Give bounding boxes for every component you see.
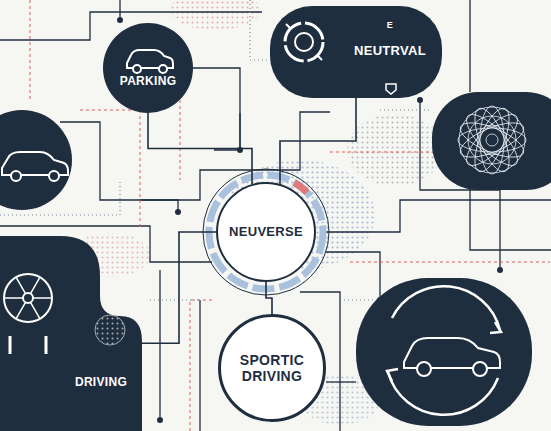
wire-dot — [117, 17, 123, 23]
connector — [266, 282, 272, 314]
dashed-wire — [80, 110, 140, 230]
dashed-wire — [350, 262, 550, 263]
node-label: PARKING — [120, 75, 177, 89]
flower-panel — [486, 134, 498, 146]
reverse-car-panel — [473, 362, 487, 376]
text-group: SPORTIC DRIVING — [230, 352, 314, 384]
icon — [285, 23, 396, 94]
pill-outline — [270, 6, 442, 98]
text-group: PARKING — [120, 75, 177, 89]
circuit-wire — [326, 381, 356, 382]
circuit-wire — [470, 188, 551, 250]
halftone-patch — [170, 0, 260, 30]
car-circle — [11, 171, 21, 181]
panel-outline — [0, 236, 142, 431]
dotted-wire — [150, 299, 200, 300]
wire-dot — [157, 417, 163, 423]
dotted-dial — [95, 315, 125, 345]
flower-panel — [456, 116, 528, 164]
flower-panel — [459, 107, 524, 172]
progress-ring — [203, 169, 329, 295]
connector — [142, 232, 216, 343]
car-circle — [2, 152, 68, 175]
node-label: DRIVING — [75, 376, 127, 390]
reverse-car-panel — [356, 278, 532, 426]
circuit-wire — [469, 0, 470, 92]
wire-dot — [417, 97, 423, 103]
parking-circle-shape — [103, 23, 193, 113]
icon — [4, 274, 52, 354]
node-label: E — [387, 20, 393, 30]
circuit-wire — [326, 252, 380, 300]
circuit-wire — [320, 200, 551, 232]
circuit-wire — [199, 300, 200, 431]
reverse-car-panel — [392, 286, 500, 330]
circuit-wire — [159, 270, 160, 420]
reverse-car-panel — [417, 362, 431, 376]
wire-dot — [175, 209, 181, 215]
mode-circle: SPORTIC DRIVING — [218, 314, 326, 422]
text-group: DRIVING — [75, 376, 127, 390]
circuit-wire — [239, 113, 240, 150]
neutral-panel: E NEUTRVAL — [270, 6, 442, 98]
flower-panel — [456, 104, 528, 176]
reverse-car-panel — [388, 372, 498, 415]
wire-dot — [497, 267, 503, 273]
circle-outline — [220, 316, 325, 421]
connector — [280, 98, 356, 184]
halftone-patch — [347, 114, 443, 186]
flower-panel — [432, 92, 551, 190]
driving-panel-shape — [0, 236, 142, 431]
flower-panel — [459, 107, 525, 173]
text-group: E NEUTRVAL — [354, 20, 426, 59]
node-label: SPORTIC DRIVING — [230, 352, 314, 384]
flower-panel — [477, 125, 507, 155]
circle-outline — [217, 183, 315, 281]
car-circle — [0, 110, 72, 210]
node-label: NEUTRVAL — [354, 44, 426, 59]
parking-circle: PARKING — [103, 23, 193, 113]
reverse-car-panel — [387, 369, 398, 381]
car-circle — [49, 171, 59, 181]
dashed-wire — [190, 300, 215, 431]
icon — [127, 50, 173, 73]
node-label: NEUVERSE — [229, 225, 303, 240]
flower-panel — [432, 92, 551, 190]
flower-panel — [459, 107, 524, 172]
center-circle: NEUVERSE — [216, 182, 316, 282]
flower-panel — [468, 116, 516, 164]
dashed-wire — [30, 0, 31, 100]
car-circle — [0, 110, 72, 210]
circuit-wire — [193, 68, 240, 150]
connector — [148, 113, 252, 184]
text-group: NEUVERSE — [229, 225, 303, 240]
dotted-wire — [380, 109, 430, 110]
reverse-car-panel — [356, 278, 532, 426]
driving-panel: DRIVING — [0, 236, 142, 431]
reverse-car-panel — [490, 322, 501, 333]
circuit-wire — [60, 122, 178, 212]
circle-outline — [103, 23, 193, 113]
